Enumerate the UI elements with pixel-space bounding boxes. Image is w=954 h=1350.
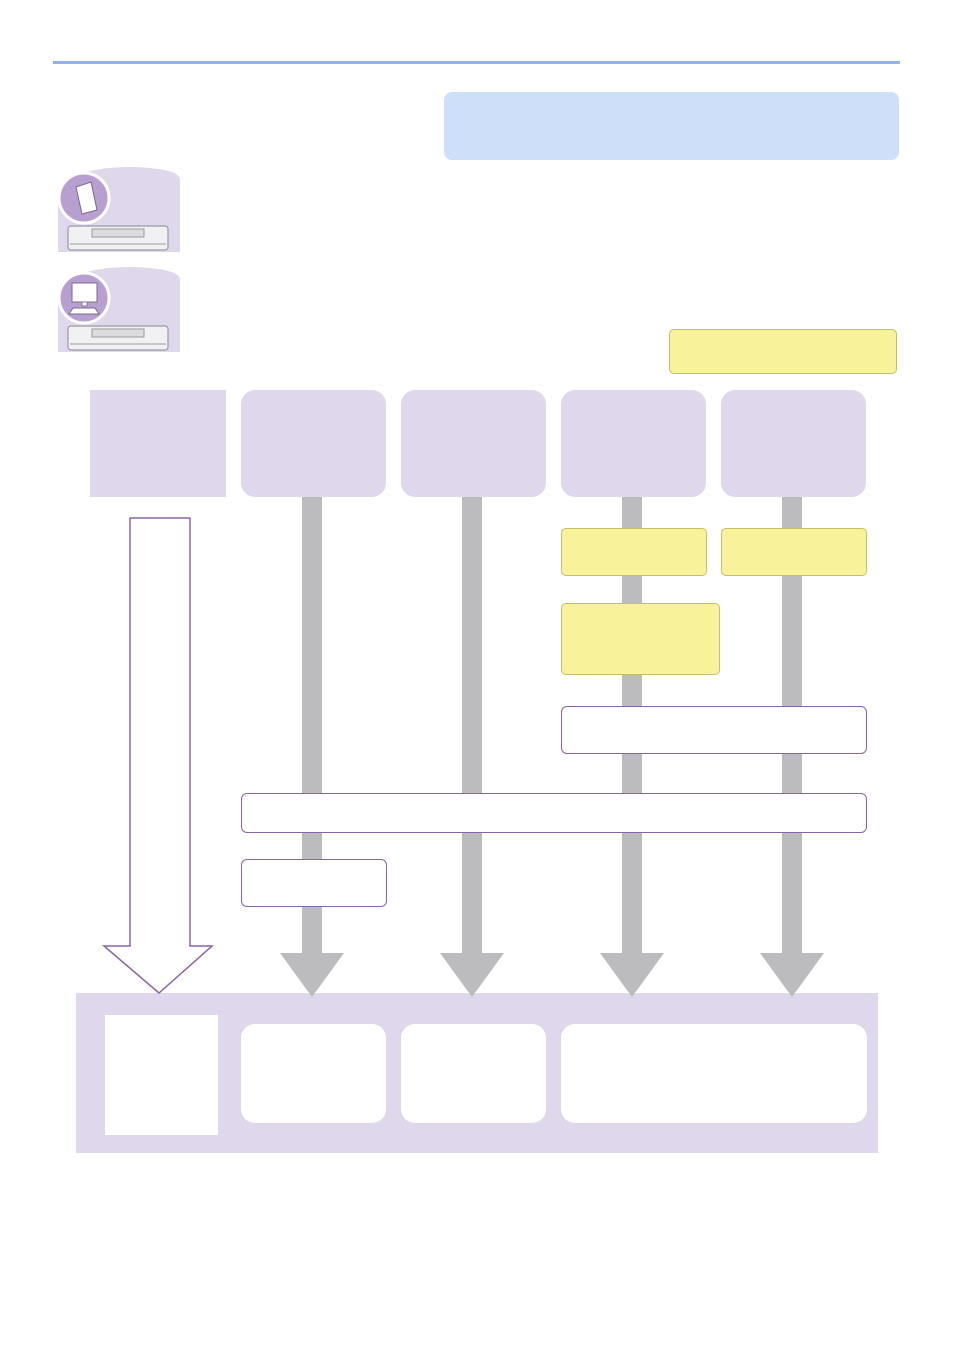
col-5-head: [721, 390, 866, 497]
col-2-box: [241, 859, 387, 907]
top-right-note: [669, 329, 897, 374]
col-5-arrowhead: [760, 953, 824, 997]
col-4-head: [561, 390, 706, 497]
header-banner: [444, 92, 899, 160]
col-2-head: [241, 390, 386, 497]
bottom-1: [105, 1015, 218, 1135]
icons-layer: [57, 167, 180, 352]
bottom-3: [401, 1024, 546, 1123]
cols-4-5-box: [561, 706, 867, 754]
col-3-head: [401, 390, 546, 497]
top-rule: [53, 61, 900, 64]
col-4-note-2: [561, 603, 720, 675]
col-5-note: [721, 528, 867, 576]
document-on-copier-icon: [57, 167, 180, 252]
col-4-note: [561, 528, 707, 576]
cols-2-5-box: [241, 793, 867, 833]
bottom-2: [241, 1024, 386, 1123]
col-3-rail: [462, 497, 482, 957]
col-3-arrowhead: [440, 953, 504, 997]
bottom-4: [561, 1024, 867, 1123]
computer-on-copier-icon: [57, 267, 180, 352]
col-4-arrowhead: [600, 953, 664, 997]
col-2-rail: [302, 497, 322, 957]
col-1-outline-arrow: [101, 517, 214, 994]
col-1-head: [90, 390, 226, 497]
col-2-arrowhead: [280, 953, 344, 997]
